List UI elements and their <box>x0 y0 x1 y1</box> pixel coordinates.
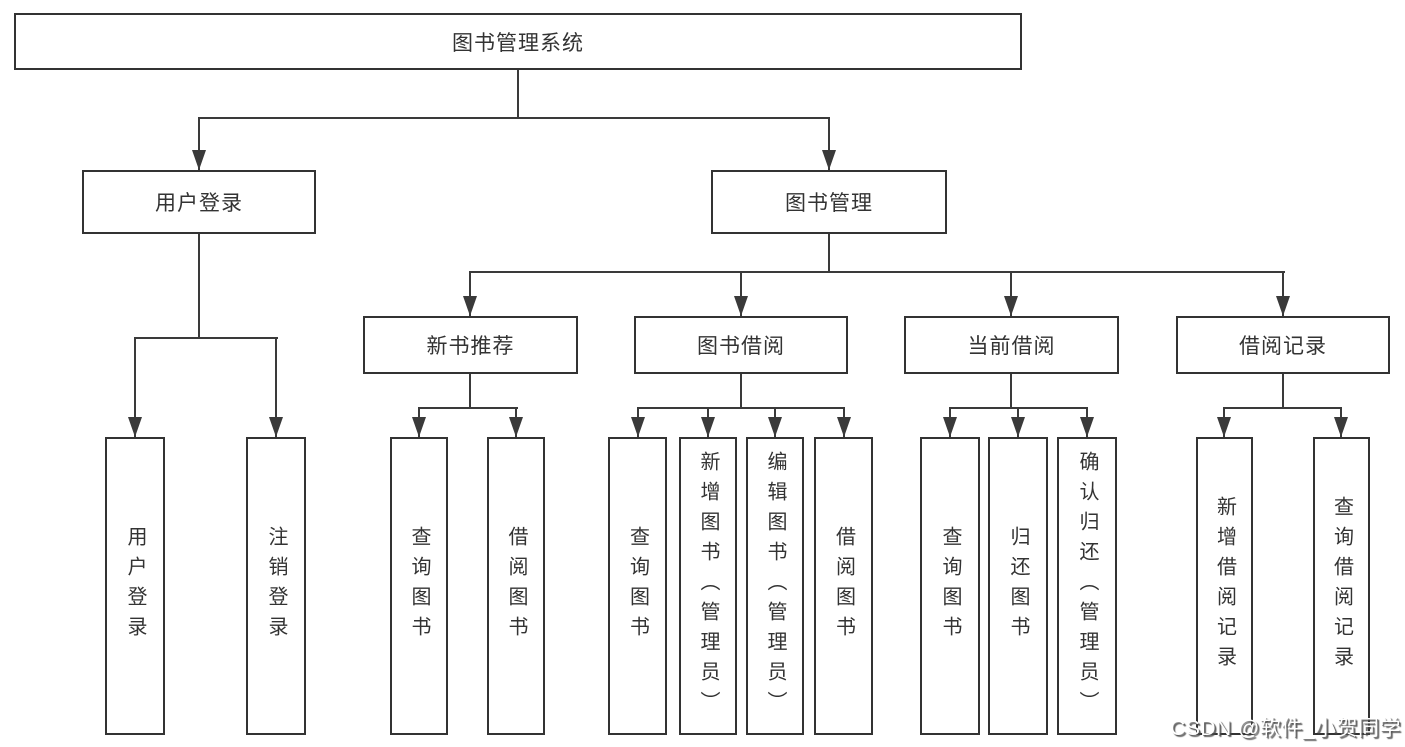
connector <box>469 374 471 409</box>
node-label: 用户登录 <box>155 192 243 215</box>
node-label: 图书借阅 <box>697 335 785 358</box>
connector <box>134 337 136 437</box>
node-label: 确认归还（管理员） <box>1076 451 1098 721</box>
arrowhead <box>1080 417 1094 437</box>
arrowhead <box>1004 296 1018 316</box>
leaf-add-borrow-record: 新增借阅记录 <box>1196 437 1253 735</box>
node-book-borrow: 图书借阅 <box>634 316 848 374</box>
leaf-add-book-admin: 新增图书（管理员） <box>679 437 737 735</box>
connector <box>1010 374 1012 409</box>
node-label: 归还图书 <box>1007 526 1029 646</box>
connector <box>740 271 742 316</box>
connector <box>740 374 742 409</box>
connector <box>828 117 830 170</box>
connector <box>517 70 519 118</box>
connector <box>275 337 277 437</box>
leaf-user-login: 用户登录 <box>105 437 165 735</box>
connector <box>198 234 200 338</box>
leaf-confirm-return-admin: 确认归还（管理员） <box>1057 437 1117 735</box>
arrowhead <box>1011 417 1025 437</box>
arrowhead <box>269 417 283 437</box>
connector <box>828 234 830 273</box>
node-label: 新增借阅记录 <box>1213 496 1236 676</box>
leaf-query-book-recommend: 查询图书 <box>390 437 448 735</box>
node-label: 编辑图书（管理员） <box>764 451 786 721</box>
node-label: 新书推荐 <box>426 335 515 358</box>
arrowhead <box>822 150 836 170</box>
arrowhead <box>412 417 426 437</box>
node-label: 查询借阅记录 <box>1330 496 1353 676</box>
node-label: 借阅记录 <box>1239 335 1327 358</box>
node-label: 新增图书（管理员） <box>697 451 719 721</box>
arrowhead <box>1276 296 1290 316</box>
arrowhead <box>734 296 748 316</box>
arrowhead <box>943 417 957 437</box>
node-label: 用户登录 <box>124 526 146 646</box>
leaf-query-current-borrow: 查询图书 <box>920 437 980 735</box>
node-book-management: 图书管理 <box>711 170 947 234</box>
node-library-management-system: 图书管理系统 <box>14 13 1022 70</box>
leaf-logout: 注销登录 <box>246 437 306 735</box>
node-label: 图书管理系统 <box>452 31 584 55</box>
connector <box>637 407 845 409</box>
arrowhead <box>509 417 523 437</box>
node-borrow-record: 借阅记录 <box>1176 316 1390 374</box>
node-new-book-recommend: 新书推荐 <box>363 316 578 374</box>
leaf-query-borrow-record: 查询借阅记录 <box>1313 437 1370 735</box>
connector <box>469 271 471 316</box>
node-current-borrow: 当前借阅 <box>904 316 1119 374</box>
node-label: 借阅图书 <box>505 526 527 646</box>
arrowhead <box>768 417 782 437</box>
node-label: 借阅图书 <box>832 526 855 646</box>
leaf-edit-book-admin: 编辑图书（管理员） <box>746 437 804 735</box>
connector <box>198 117 830 119</box>
leaf-borrow-book-recommend: 借阅图书 <box>487 437 545 735</box>
arrowhead <box>463 296 477 316</box>
node-label: 查询图书 <box>626 526 649 646</box>
connector <box>1223 407 1342 409</box>
node-label: 注销登录 <box>265 526 287 646</box>
csdn-watermark: CSDN @软件_小贺同学 <box>1170 717 1401 740</box>
node-label: 查询图书 <box>408 526 430 646</box>
connector <box>1010 271 1012 316</box>
arrowhead <box>192 150 206 170</box>
connector <box>1282 374 1284 409</box>
connector <box>198 117 200 170</box>
node-label: 查询图书 <box>939 526 961 646</box>
arrowhead <box>701 417 715 437</box>
node-label: 图书管理 <box>785 192 873 215</box>
arrowhead <box>837 417 851 437</box>
arrowhead <box>1217 417 1231 437</box>
leaf-return-book: 归还图书 <box>988 437 1048 735</box>
connector <box>134 337 278 339</box>
node-label: 当前借阅 <box>967 335 1056 358</box>
arrowhead <box>1334 417 1348 437</box>
leaf-query-book: 查询图书 <box>608 437 667 735</box>
arrowhead <box>128 417 142 437</box>
node-user-login: 用户登录 <box>82 170 316 234</box>
connector <box>1282 271 1284 316</box>
connector <box>418 407 518 409</box>
connector <box>469 271 1285 273</box>
leaf-borrow-book: 借阅图书 <box>814 437 873 735</box>
arrowhead <box>631 417 645 437</box>
